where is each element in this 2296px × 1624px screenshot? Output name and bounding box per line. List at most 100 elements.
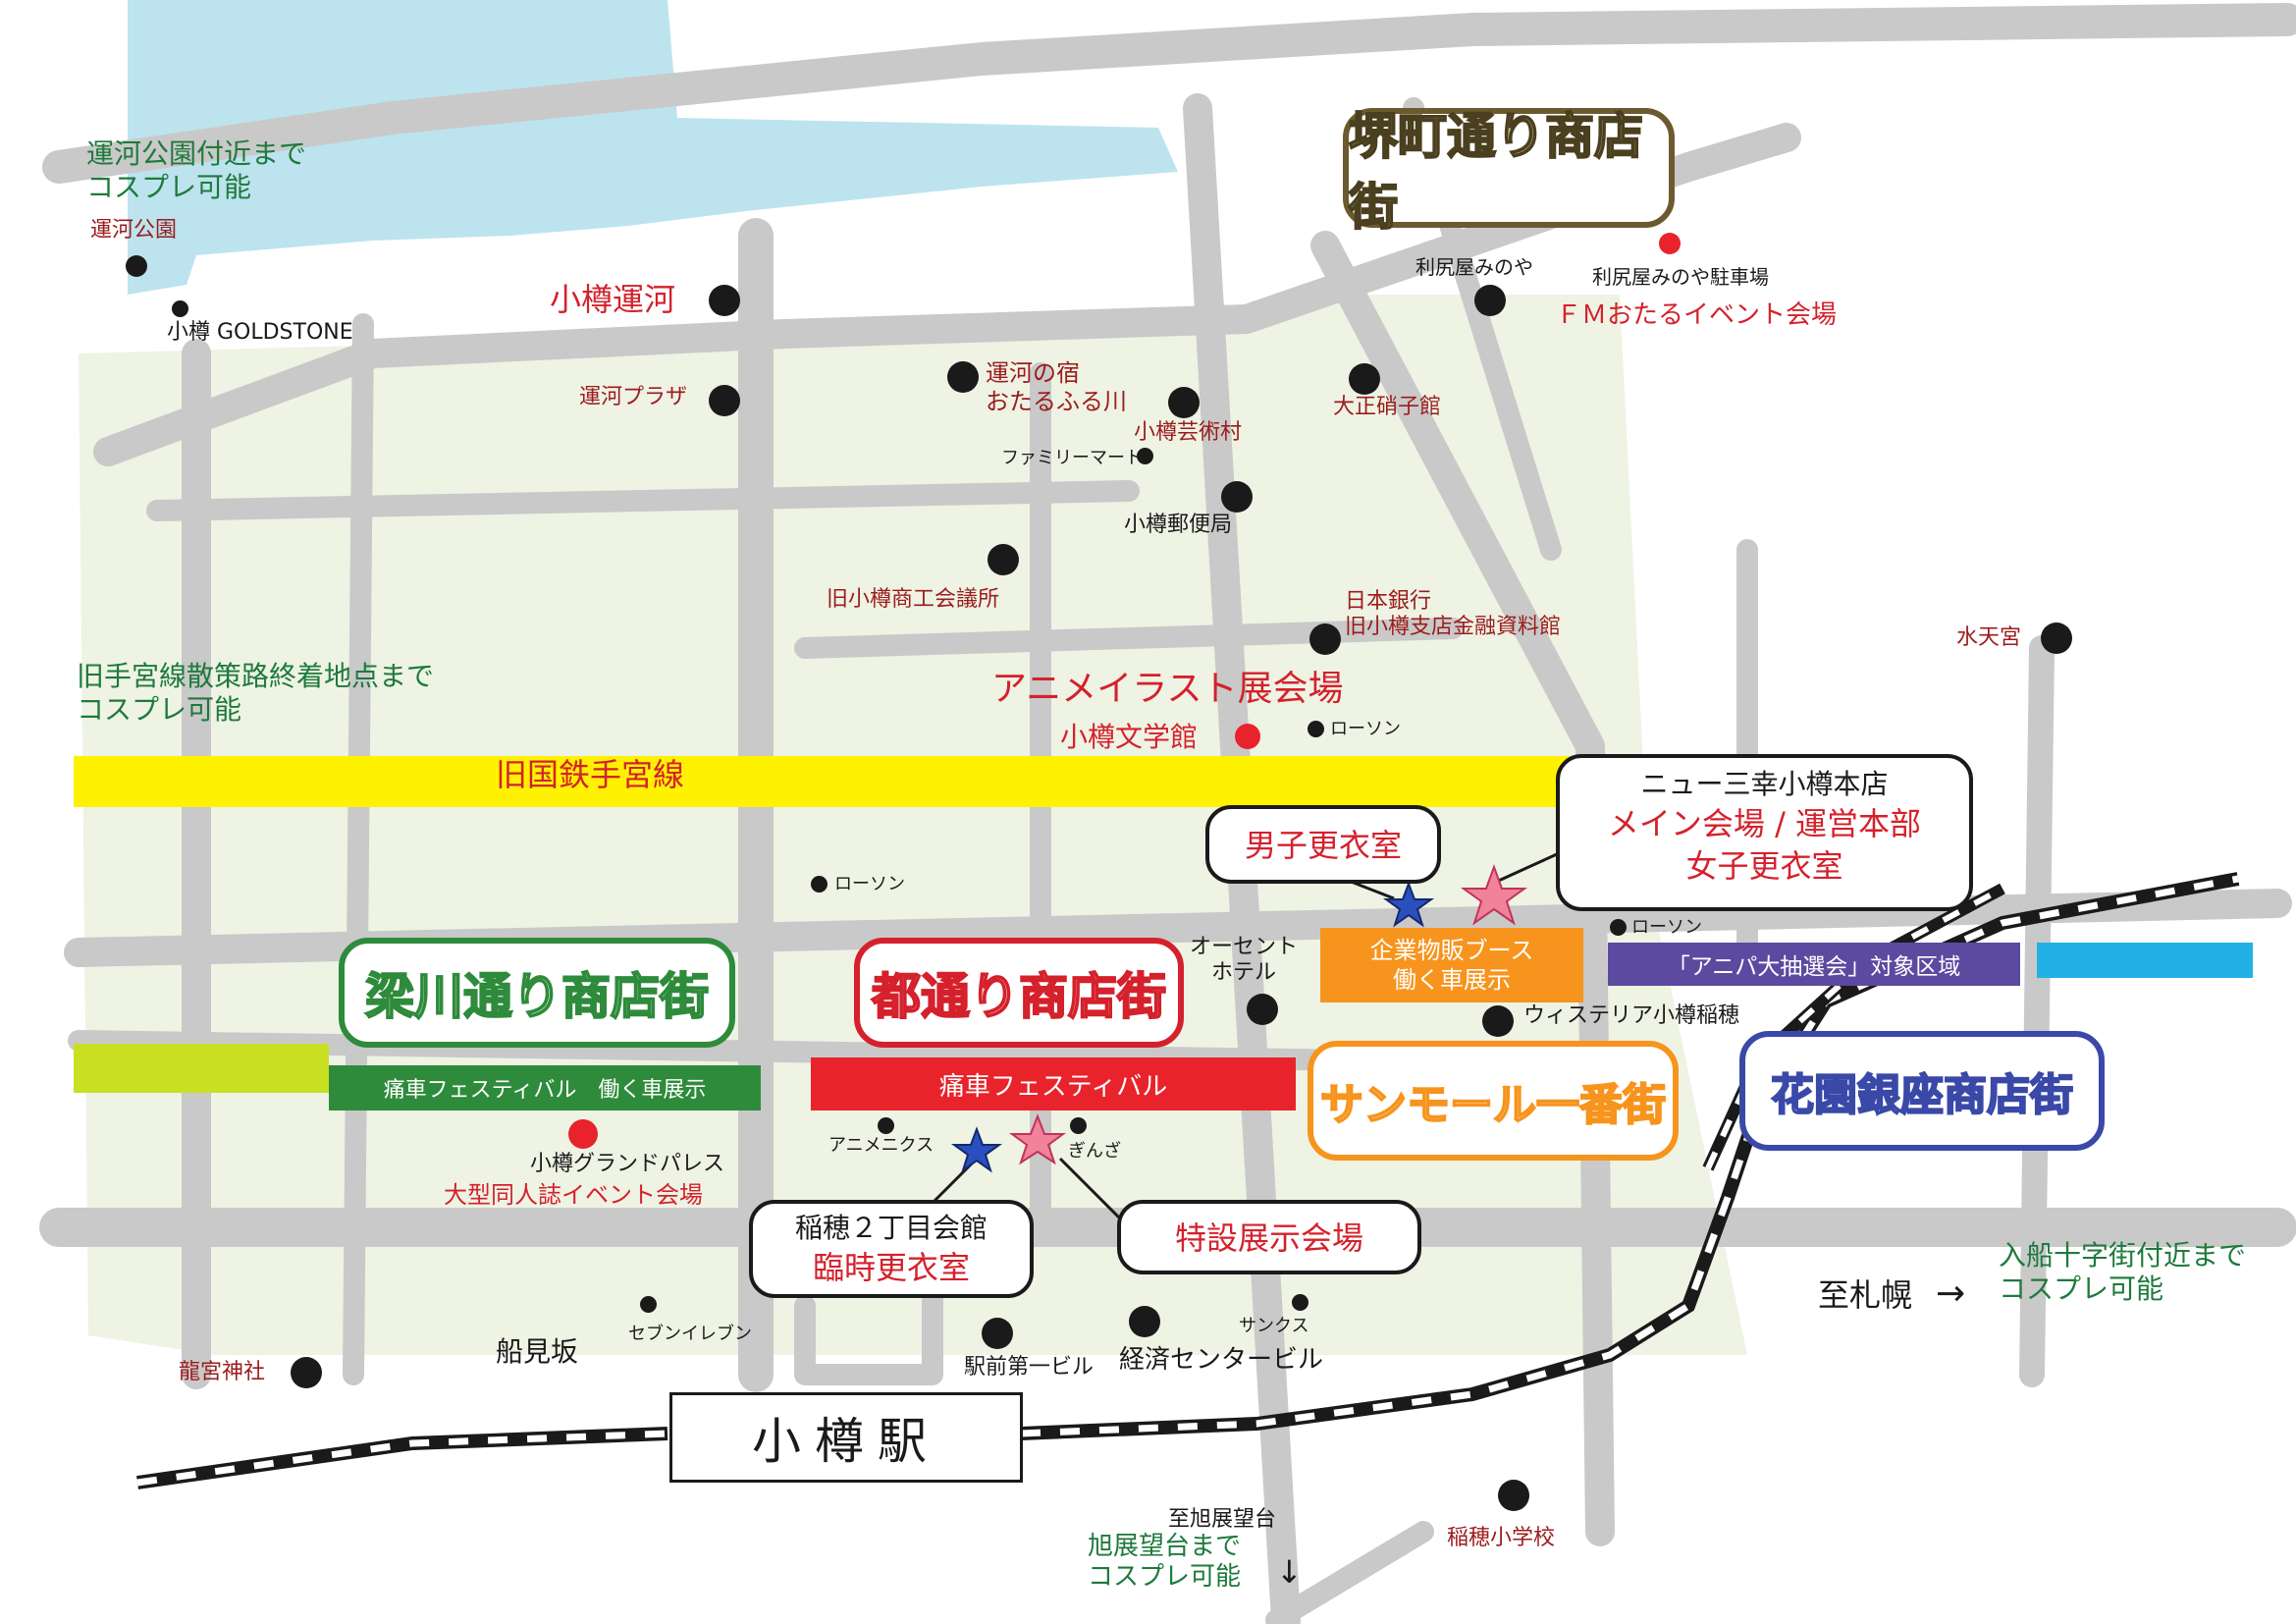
ocent-label-line1: オーセント bbox=[1190, 935, 1299, 959]
unga-yado-marker bbox=[947, 361, 979, 393]
boj-marker bbox=[1309, 623, 1341, 655]
stars bbox=[950, 864, 1528, 1173]
lawson-1-marker bbox=[1308, 721, 1324, 737]
unga-koen-label: 運河公園 bbox=[90, 218, 178, 243]
to-sapporo-label: 至札幌 bbox=[1818, 1276, 1913, 1314]
ekimae-marker bbox=[982, 1318, 1013, 1349]
inaho-callout-line2: 臨時更衣室 bbox=[812, 1248, 970, 1286]
geijutsu-marker bbox=[1168, 387, 1200, 418]
inaho-callout-line1: 稲穂２丁目会館 bbox=[794, 1212, 988, 1244]
shoko-label: 旧小樽商工会議所 bbox=[827, 587, 1000, 612]
family-mart-label: ファミリーマート bbox=[1001, 448, 1143, 468]
blue-band bbox=[2037, 943, 2253, 978]
tokusetsu-callout: 特設展示会場 bbox=[1117, 1200, 1421, 1274]
shoko-marker bbox=[988, 544, 1019, 575]
main-callout-line1: ニュー三幸小樽本店 bbox=[1640, 768, 1889, 800]
unga-label: 小樽運河 bbox=[550, 281, 676, 318]
fm-event-label: ＦＭおたるイベント会場 bbox=[1556, 300, 1838, 330]
nakagawa-band: 痛車フェスティバル 働く車展示 bbox=[329, 1065, 761, 1110]
ekimae-label: 駅前第一ビル bbox=[964, 1355, 1095, 1380]
unga-koen-marker bbox=[126, 255, 147, 277]
orange-band: 企業物販ブース 働く車展示 bbox=[1320, 928, 1583, 1002]
star-pink-1 bbox=[1460, 864, 1528, 926]
unga-yado-label-line2: おたるふる川 bbox=[986, 387, 1127, 415]
doujin-event-label: 大型同人誌イベント会場 bbox=[444, 1181, 703, 1209]
ginza-marker bbox=[1070, 1117, 1087, 1134]
bungakukan-label: 小樽文学館 bbox=[1060, 721, 1199, 753]
to-asahi-label: 至旭展望台 bbox=[1168, 1507, 1277, 1532]
unga-plaza-label: 運河プラザ bbox=[579, 385, 688, 409]
grand-palace-label: 小樽グランドパレス bbox=[530, 1152, 725, 1176]
inaho-school-marker bbox=[1498, 1480, 1529, 1511]
temiya-line-band bbox=[74, 756, 1575, 807]
rishiriya-parking-label: 利尻屋みのや駐車場 bbox=[1592, 265, 1769, 289]
seven-marker bbox=[640, 1296, 657, 1313]
lawson-3-marker bbox=[1610, 919, 1627, 936]
main-callout-line3: 女子更衣室 bbox=[1685, 846, 1843, 885]
miyako-street-box: 都通り商店街 bbox=[854, 938, 1184, 1048]
yubin-label: 小樽郵便局 bbox=[1124, 513, 1233, 537]
irifune-note-line1: 入船十字街付近まで bbox=[1999, 1239, 2247, 1272]
nakagawa-street-box: 梁川通り商店街 bbox=[339, 938, 735, 1048]
irifune-note: 入船十字街付近まで コスプレ可能 bbox=[1999, 1239, 2246, 1305]
suitengu-marker bbox=[2041, 623, 2072, 654]
temiya-note-line2: コスプレ可能 bbox=[77, 692, 242, 726]
seven-label: セブンイレブン bbox=[628, 1324, 752, 1344]
geijutsu-label: 小樽芸術村 bbox=[1134, 420, 1243, 445]
lawson-3-label: ローソン bbox=[1631, 917, 1702, 938]
lawson-2-marker bbox=[811, 876, 828, 893]
star-blue-2 bbox=[950, 1126, 1003, 1173]
ocent-marker bbox=[1247, 994, 1278, 1025]
boj-label: 日本銀行 旧小樽支店金融資料館 bbox=[1345, 589, 1561, 641]
rishiriya-marker bbox=[1474, 285, 1506, 316]
unga-park-note-line2: コスプレ可能 bbox=[86, 170, 252, 203]
orange-band-line1: 企業物販ブース bbox=[1369, 937, 1534, 964]
sunkus-label: サンクス bbox=[1239, 1316, 1309, 1336]
purple-band: 「アニパ大抽選会」対象区域 bbox=[1608, 943, 2020, 986]
inaho-school-label: 稲穂小学校 bbox=[1447, 1526, 1556, 1550]
suitengu-label: 水天宮 bbox=[1956, 625, 2022, 650]
unga-yado-label-line1: 運河の宿 bbox=[986, 359, 1080, 387]
arrow-down-icon: ↓ bbox=[1276, 1553, 1303, 1591]
rishiriya-label: 利尻屋みのや bbox=[1415, 255, 1533, 279]
temiya-line-label: 旧国鉄手宮線 bbox=[496, 756, 685, 793]
ryugu-marker bbox=[291, 1357, 322, 1388]
dansi-callout: 男子更衣室 bbox=[1205, 805, 1441, 884]
lawson-1-label: ローソン bbox=[1330, 719, 1401, 739]
goldstone-marker bbox=[172, 300, 188, 317]
taisho-marker bbox=[1349, 363, 1380, 395]
temiya-note-line1: 旧手宮線散策路終着地点まで bbox=[77, 660, 435, 692]
ginza-label: ぎんざ bbox=[1068, 1141, 1121, 1162]
asahi-note: 旭展望台まで コスプレ可能 bbox=[1088, 1532, 1241, 1593]
main-callout-line2: メイン会場 / 運営本部 bbox=[1607, 804, 1922, 842]
unga-park-note: 運河公園付近まで コスプレ可能 bbox=[86, 137, 306, 203]
wisteria-marker bbox=[1482, 1005, 1514, 1037]
miyako-band: 痛車フェスティバル bbox=[811, 1057, 1296, 1110]
unga-marker bbox=[709, 285, 740, 316]
anime-illust-label: アニメイラスト展会場 bbox=[991, 669, 1344, 709]
lawson-2-label: ローソン bbox=[834, 874, 905, 894]
unga-plaza-marker bbox=[709, 385, 740, 416]
keizai-label: 経済センタービル bbox=[1119, 1345, 1324, 1375]
family-mart-marker bbox=[1137, 448, 1153, 464]
main-callout: ニュー三幸小樽本店 メイン会場 / 運営本部 女子更衣室 bbox=[1556, 754, 1973, 911]
star-blue-1 bbox=[1382, 881, 1435, 928]
otaru-station: 小樽駅 bbox=[669, 1392, 1023, 1483]
star-pink-2 bbox=[1008, 1113, 1067, 1165]
boj-label-line2: 旧小樽支店金融資料館 bbox=[1345, 615, 1562, 640]
asahi-note-line2: コスプレ可能 bbox=[1088, 1562, 1242, 1593]
unga-yado-label: 運河の宿 おたるふる川 bbox=[986, 359, 1127, 416]
asahi-note-line1: 旭展望台まで bbox=[1088, 1532, 1242, 1561]
animax-label: アニメニクス bbox=[828, 1135, 934, 1156]
arrow-right-icon: → bbox=[1936, 1273, 1966, 1314]
grand-palace-marker bbox=[568, 1119, 598, 1149]
ryugu-label: 龍宮神社 bbox=[179, 1360, 266, 1384]
ocent-label: オーセント ホテル bbox=[1190, 935, 1298, 987]
irifune-note-line2: コスプレ可能 bbox=[1999, 1272, 2164, 1305]
ocent-label-line2: ホテル bbox=[1211, 960, 1277, 986]
bungakukan-marker bbox=[1235, 724, 1260, 749]
wisteria-label: ウィステリア小樽稲穂 bbox=[1523, 1003, 1740, 1028]
temiya-note: 旧手宮線散策路終着地点まで コスプレ可能 bbox=[77, 660, 434, 726]
sakaimachi-street-box: 堺町通り商店街 bbox=[1343, 107, 1675, 237]
